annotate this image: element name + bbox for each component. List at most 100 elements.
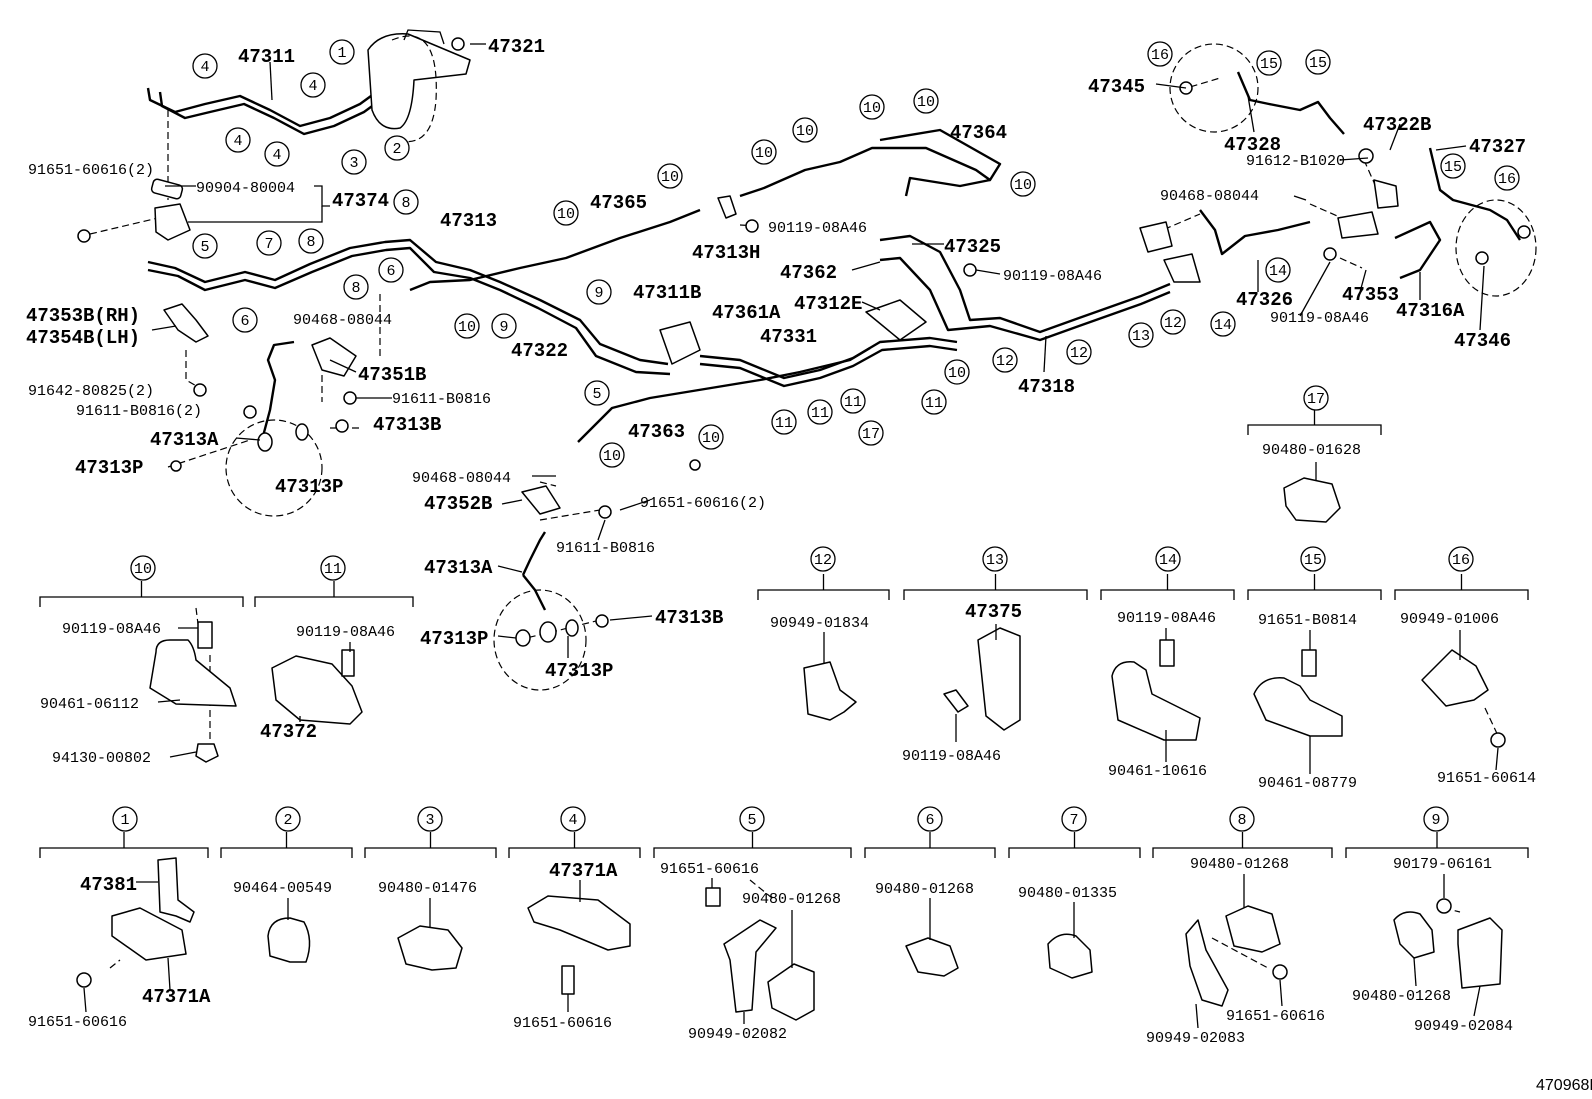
callout-14: 14	[1210, 311, 1236, 337]
callout-2: 2	[384, 135, 410, 161]
callout-number: 7	[1069, 812, 1078, 829]
callout-number: 15	[1309, 55, 1327, 72]
callout-10: 10	[913, 88, 939, 114]
callout-9: 9	[1423, 806, 1449, 832]
group-bracket	[1345, 832, 1529, 858]
group-bracket	[39, 581, 244, 607]
part-label: 47375	[965, 601, 1022, 623]
group-bracket	[864, 832, 996, 858]
callout-circle	[1066, 339, 1092, 365]
group-bracket	[1100, 574, 1235, 600]
part-label: 90468-08044	[1160, 188, 1259, 205]
callout-circle	[921, 389, 947, 415]
callout-11: 11	[921, 389, 947, 415]
callout-number: 14	[1214, 317, 1232, 334]
part-label: 91651-60616(2)	[640, 495, 766, 512]
callout-circle	[807, 399, 833, 425]
callout-11: 11	[771, 409, 797, 435]
callout-5: 5	[584, 380, 610, 406]
part-label: 47313A	[424, 557, 493, 579]
callout-circle	[1229, 806, 1255, 832]
callout-circle	[982, 546, 1008, 572]
part-label: 91651-60616	[660, 861, 759, 878]
callout-circle	[275, 806, 301, 832]
callout-number: 16	[1151, 47, 1169, 64]
part-label: 47374	[332, 190, 389, 212]
callout-circle	[300, 72, 326, 98]
callout-12: 12	[1160, 309, 1186, 335]
group-bracket	[508, 832, 641, 858]
part-label: 90461-10616	[1108, 763, 1207, 780]
callout-number: 6	[925, 812, 934, 829]
leader-lines	[83, 43, 1499, 1029]
callout-circle	[1423, 806, 1449, 832]
callout-circle	[225, 127, 251, 153]
callout-number: 13	[986, 552, 1004, 569]
part-label: 90468-08044	[412, 470, 511, 487]
part-label: 47313P	[275, 476, 343, 498]
callout-7: 7	[256, 230, 282, 256]
callout-number: 10	[863, 100, 881, 117]
callout-4: 4	[560, 806, 586, 832]
callout-17: 17	[1303, 385, 1329, 411]
callout-circle	[417, 806, 443, 832]
callout-circle	[232, 307, 258, 333]
part-label: 91651-60616(2)	[28, 162, 154, 179]
part-label: 90949-01834	[770, 615, 869, 632]
callout-number: 8	[401, 195, 410, 212]
callout-circle	[1256, 50, 1282, 76]
part-label: 90119-08A46	[62, 621, 161, 638]
callout-10: 10	[454, 313, 480, 339]
callout-number: 10	[917, 94, 935, 111]
group-bracket	[254, 581, 414, 607]
callout-circle	[1494, 165, 1520, 191]
callout-circle	[320, 555, 346, 581]
callout-8: 8	[343, 274, 369, 300]
callout-circle	[584, 380, 610, 406]
callout-brackets	[39, 409, 1529, 858]
callout-8: 8	[1229, 806, 1255, 832]
group-bracket	[39, 832, 209, 858]
callout-11: 11	[840, 388, 866, 414]
part-label: 90461-06112	[40, 696, 139, 713]
group-bracket	[903, 574, 1088, 600]
callout-circle	[1448, 546, 1474, 572]
callout-12: 12	[1066, 339, 1092, 365]
hose-47313A-upper	[260, 340, 295, 441]
part-label: 47346	[1454, 330, 1511, 352]
callout-circle	[256, 230, 282, 256]
part-label: 47325	[944, 236, 1001, 258]
part-label: 47313H	[692, 242, 760, 264]
callout-10: 10	[553, 200, 579, 226]
callout-number: 1	[337, 45, 346, 62]
callout-number: 4	[272, 147, 281, 164]
callout-number: 12	[996, 353, 1014, 370]
part-label: 47331	[760, 326, 817, 348]
callout-7: 7	[1061, 806, 1087, 832]
part-label: 47364	[950, 122, 1007, 144]
group-bracket	[757, 574, 890, 600]
callout-number: 10	[948, 365, 966, 382]
part-label: 47372	[260, 721, 317, 743]
pipe-47363	[577, 346, 871, 443]
callout-circle	[378, 257, 404, 283]
part-label: 47328	[1224, 134, 1281, 156]
detail-circle-rear-hose	[225, 419, 323, 517]
group-bracket	[653, 832, 852, 858]
callout-4: 4	[300, 72, 326, 98]
callout-circle	[343, 274, 369, 300]
callout-number: 6	[386, 263, 395, 280]
callout-circle	[586, 279, 612, 305]
callout-circle	[130, 555, 156, 581]
callout-number: 10	[557, 206, 575, 223]
part-label: 47313A	[150, 429, 219, 451]
part-label: 90949-01006	[1400, 611, 1499, 628]
part-label: 90468-08044	[293, 312, 392, 329]
callout-circle	[792, 117, 818, 143]
callout-13: 13	[1128, 322, 1154, 348]
callout-number: 3	[349, 155, 358, 172]
callout-circle	[751, 139, 777, 165]
part-label: 47321	[488, 36, 545, 58]
part-glyphs	[76, 37, 1531, 1021]
